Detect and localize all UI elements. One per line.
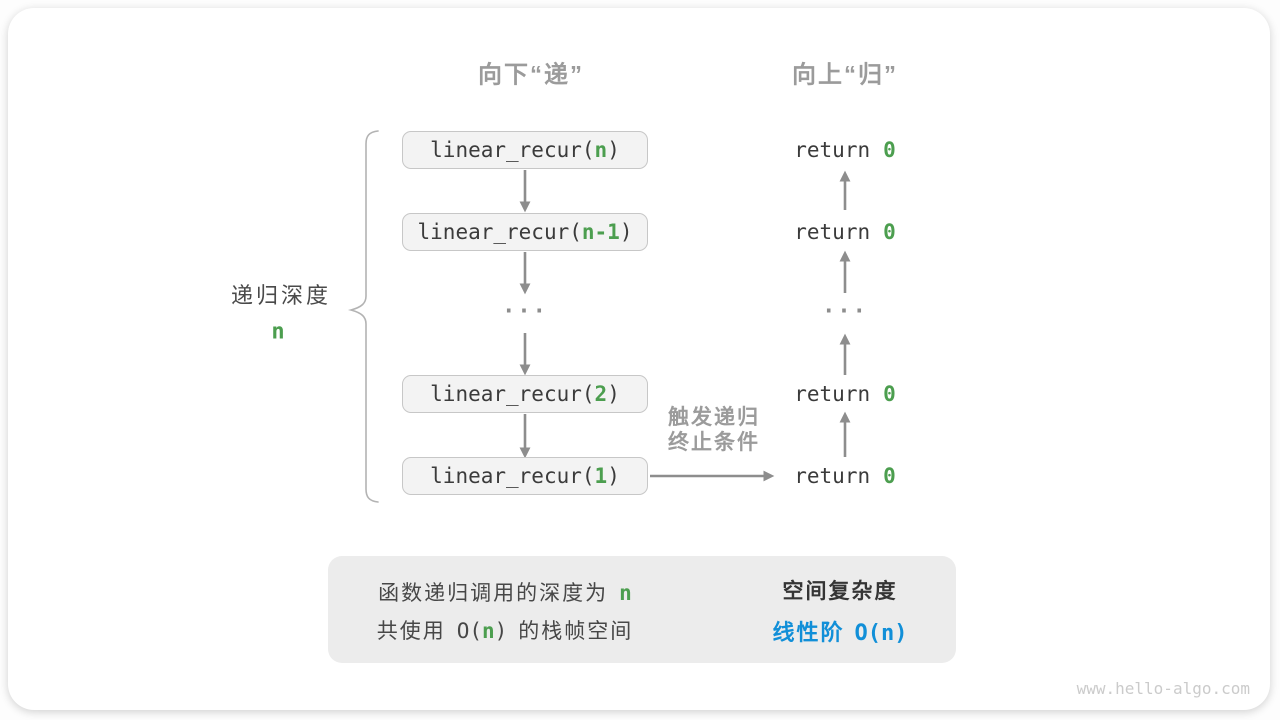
summary-cause-line-2: 共使用 O(n) 的栈帧空间 [377, 615, 634, 645]
return-value: 0 [883, 464, 896, 488]
trigger-line-1: 触发递归 [668, 406, 760, 429]
space-complexity-title: 空间复杂度 [782, 580, 898, 603]
ascend-title: 向上“归” [792, 61, 898, 89]
return-value: 0 [883, 382, 896, 406]
call-arg: 1 [594, 464, 608, 488]
return-statement: return 0 [794, 464, 896, 488]
summary-depth-value: n [619, 581, 632, 605]
call-close: ) [619, 220, 633, 244]
return-value: 0 [883, 220, 896, 244]
big-o-open: O( [456, 619, 482, 643]
summary-panel [328, 556, 956, 663]
big-o-close: ) [494, 619, 508, 643]
return-keyword: return [794, 464, 871, 488]
call-arg: n-1 [581, 220, 620, 244]
trigger-line-2: 终止条件 [668, 431, 760, 454]
call-close: ) [607, 382, 620, 406]
descend-title: 向下“递” [478, 61, 584, 89]
call-text: linear_recur( [430, 138, 595, 162]
watermark: www.hello-algo.com [1076, 679, 1250, 698]
call-close: ) [607, 138, 620, 162]
call-close: ) [607, 464, 620, 488]
return-keyword: return [794, 382, 871, 406]
summary-cause-line-1: 函数递归调用的深度为 n [378, 577, 632, 607]
call-text: linear_recur( [417, 220, 582, 244]
return-keyword: return [794, 220, 871, 244]
big-o-arg: n [481, 619, 495, 643]
complexity-order-label: 线性阶 [772, 620, 845, 645]
return-statement: return 0 [794, 382, 896, 406]
summary-text: 共使用 [376, 620, 446, 643]
summary-text: 的栈帧空间 [518, 620, 634, 643]
complexity-big-o: O(n) [854, 621, 908, 646]
call-text: linear_recur( [430, 382, 595, 406]
call-box-n-1: linear_recur(n-1) [402, 213, 648, 251]
depth-value: n [271, 319, 285, 345]
call-arg: n [594, 138, 608, 162]
trigger-note: 触发递归 终止条件 [668, 405, 760, 455]
ascend-ellipsis: ... [822, 293, 868, 319]
return-keyword: return [794, 138, 871, 162]
call-arg: 2 [594, 382, 608, 406]
call-text: linear_recur( [430, 464, 595, 488]
depth-label: 递归深度 [230, 283, 332, 308]
call-box-n: linear_recur(n) [402, 131, 648, 169]
return-statement: return 0 [794, 138, 896, 162]
call-box-2: linear_recur(2) [402, 375, 648, 413]
call-box-1: linear_recur(1) [402, 457, 648, 495]
descend-ellipsis: ... [502, 293, 548, 319]
return-value: 0 [883, 138, 896, 162]
summary-text: 函数递归调用的深度为 [378, 582, 609, 605]
space-complexity-value: 线性阶 O(n) [773, 615, 908, 647]
return-statement: return 0 [794, 220, 896, 244]
